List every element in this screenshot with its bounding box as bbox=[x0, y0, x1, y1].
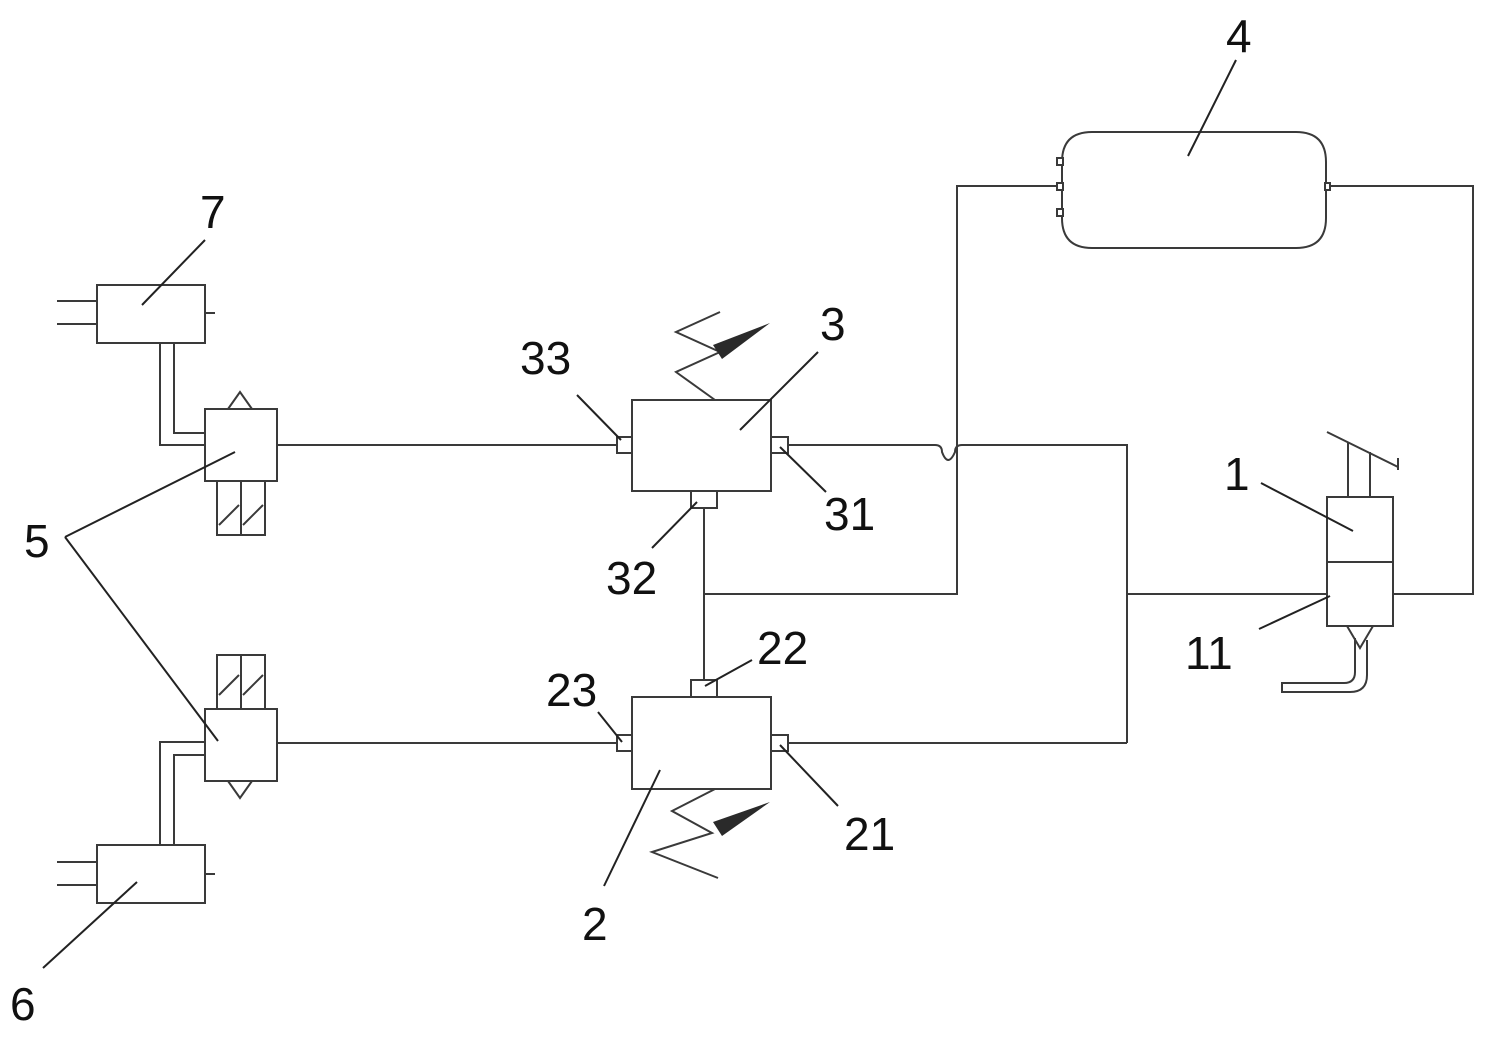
lower-valve-actuator-hatch bbox=[218, 655, 264, 709]
label-4: 4 bbox=[1226, 10, 1252, 62]
label-5: 5 bbox=[24, 515, 50, 567]
component-6-inlet-lines bbox=[57, 861, 97, 886]
label-7: 7 bbox=[200, 186, 226, 238]
component-11-exhaust bbox=[1281, 625, 1374, 693]
component-1-pedal-stem bbox=[1347, 442, 1371, 497]
component-6-body bbox=[96, 844, 206, 904]
label-22: 22 bbox=[757, 622, 808, 674]
leader-22 bbox=[704, 659, 753, 687]
leader-6 bbox=[42, 881, 138, 969]
component-11-body bbox=[1326, 561, 1394, 627]
reference-labels: 4 7 3 33 31 32 22 23 21 2 6 5 1 11 bbox=[10, 10, 1252, 1030]
tank-4 bbox=[1056, 131, 1331, 249]
upper-valve-5 bbox=[204, 390, 278, 536]
pipe-tank-4-to-1 bbox=[1322, 185, 1474, 595]
component-1-body bbox=[1326, 496, 1394, 563]
leader-33 bbox=[576, 394, 622, 441]
tank-4-port-bottom bbox=[1056, 208, 1064, 217]
pipe-to-tank-4 bbox=[704, 185, 1064, 595]
pipe-6-to-lower-valve bbox=[159, 741, 205, 845]
lower-valve-5 bbox=[204, 654, 278, 800]
pipe-7-to-upper-valve bbox=[159, 343, 205, 446]
upper-valve-cap bbox=[227, 390, 253, 410]
leader-3 bbox=[739, 351, 819, 431]
lower-valve-body bbox=[204, 708, 278, 782]
pipe-port-31-to-junction bbox=[789, 444, 1128, 743]
component-3-adjust-arrow bbox=[713, 323, 770, 359]
label-21: 21 bbox=[844, 808, 895, 860]
tank-4-port-right bbox=[1324, 182, 1331, 191]
label-11: 11 bbox=[1185, 627, 1233, 679]
label-23: 23 bbox=[546, 664, 597, 716]
component-3-spring bbox=[673, 311, 723, 401]
label-33: 33 bbox=[520, 332, 571, 384]
component-1 bbox=[1281, 431, 1399, 693]
port-32 bbox=[690, 490, 718, 509]
upper-valve-actuator-hatch bbox=[218, 481, 264, 535]
leader-21 bbox=[779, 744, 839, 807]
label-1: 1 bbox=[1224, 448, 1250, 500]
component-6 bbox=[57, 844, 215, 904]
leader-4 bbox=[1187, 59, 1237, 157]
leader-7 bbox=[141, 239, 206, 306]
label-3: 3 bbox=[820, 298, 846, 350]
label-31: 31 bbox=[824, 488, 875, 540]
component-1-pedal bbox=[1326, 431, 1399, 470]
leader-lines bbox=[42, 59, 1354, 969]
leader-5-upper bbox=[64, 451, 236, 538]
component-2-spring bbox=[649, 788, 719, 879]
component-2-body bbox=[631, 696, 772, 790]
label-2: 2 bbox=[582, 898, 608, 950]
leader-31 bbox=[779, 446, 827, 493]
port-33 bbox=[616, 436, 633, 454]
component-7-inlet-lines bbox=[57, 300, 97, 325]
label-32: 32 bbox=[606, 552, 657, 604]
port-21 bbox=[770, 734, 789, 752]
leader-1 bbox=[1260, 482, 1354, 532]
component-7 bbox=[57, 284, 215, 344]
label-6: 6 bbox=[10, 978, 36, 1030]
tank-4-port-mid bbox=[1056, 182, 1064, 191]
component-2-adjust-arrow bbox=[713, 802, 770, 836]
leader-23 bbox=[597, 711, 623, 743]
tank-4-port-top bbox=[1056, 157, 1064, 166]
tank-4-body bbox=[1061, 131, 1327, 249]
pipe-network bbox=[159, 185, 1474, 845]
leader-32 bbox=[651, 501, 698, 549]
leader-2 bbox=[603, 769, 661, 887]
leader-5-lower bbox=[64, 536, 219, 742]
leader-11 bbox=[1258, 595, 1331, 630]
lower-valve-cap bbox=[227, 780, 253, 800]
component-3-body bbox=[631, 399, 772, 492]
component-3 bbox=[616, 311, 789, 509]
upper-valve-body bbox=[204, 408, 278, 482]
component-7-body bbox=[96, 284, 206, 344]
port-31 bbox=[770, 436, 789, 454]
component-2 bbox=[616, 679, 789, 879]
